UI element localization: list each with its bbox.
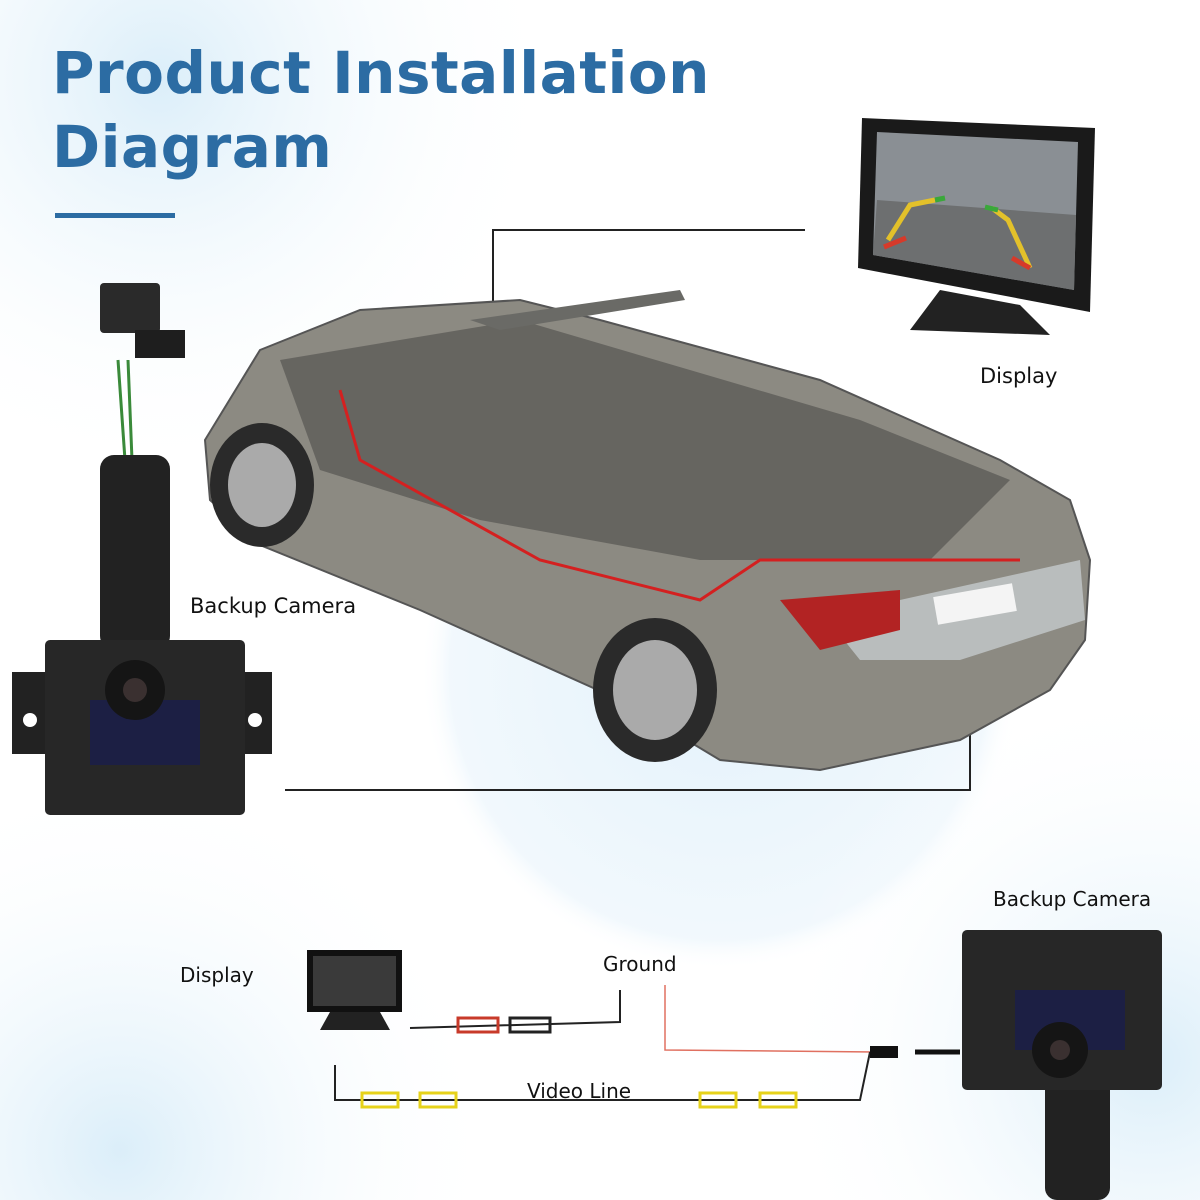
ground-label: Ground — [603, 952, 677, 976]
wiring-backup-camera-label: Backup Camera — [993, 887, 1152, 911]
camera-plug — [870, 1046, 898, 1058]
convertible-car-cutaway-image — [203, 290, 1092, 772]
power-wire-red — [664, 985, 876, 1053]
display-monitor-image — [858, 118, 1095, 335]
title-line-1: Product Installation — [52, 39, 710, 107]
wiring-display-label: Display — [180, 963, 254, 987]
ground-wire — [409, 990, 621, 1029]
display-label: Display — [980, 364, 1058, 388]
title-underline — [55, 213, 175, 218]
small-display-image — [307, 950, 402, 1030]
title-line-2: Diagram — [52, 113, 333, 181]
video-line-wire — [334, 1051, 871, 1101]
backup-camera-image — [12, 283, 272, 815]
wiring-diagram — [307, 930, 1162, 1200]
page-title: Product Installation Diagram — [52, 36, 710, 184]
black-connector — [508, 1016, 552, 1034]
backup-camera-label: Backup Camera — [190, 594, 357, 618]
bottom-backup-camera-image — [962, 930, 1162, 1200]
video-line-label: Video Line — [527, 1079, 632, 1103]
yellow-video-connectors — [360, 1091, 798, 1109]
red-connector — [456, 1016, 500, 1034]
